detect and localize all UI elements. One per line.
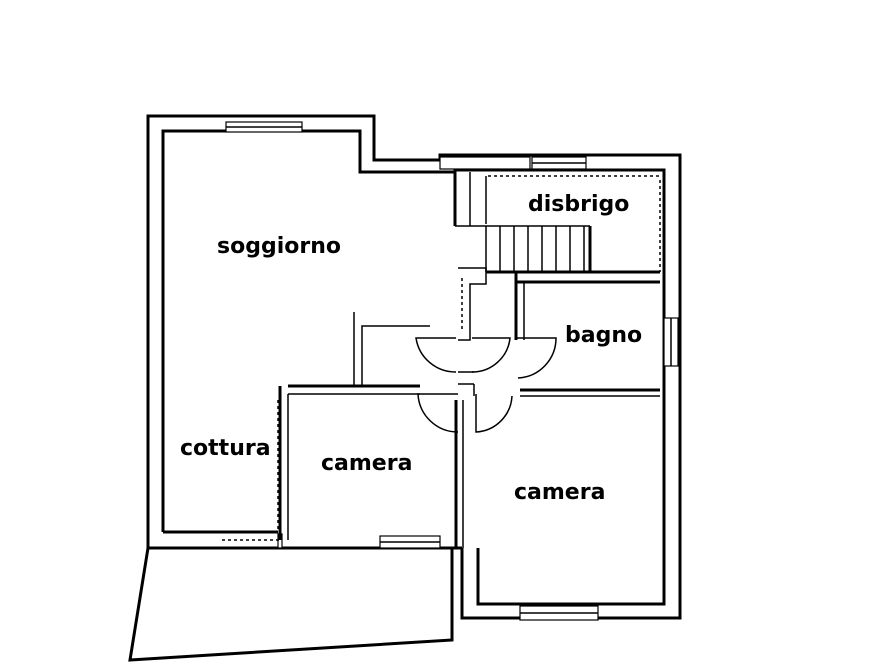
staircase [453,172,661,274]
door-hall-bagno [471,337,511,373]
doors [415,337,557,433]
door-soggiorno-hall [415,337,457,373]
label-camera-large: camera [514,480,605,505]
label-cottura: cottura [180,436,271,461]
label-bagno: bagno [565,323,642,348]
door-camera-large [475,394,513,433]
label-camera-small: camera [321,451,412,476]
window-top-right [439,156,531,170]
label-soggiorno: soggiorno [217,234,341,259]
door-bagno [516,337,557,379]
terrace-outline [128,547,454,662]
door-camera-small [417,393,459,433]
label-disbrigo: disbrigo [528,192,629,217]
interior-walls [277,267,660,548]
windows [222,121,679,621]
